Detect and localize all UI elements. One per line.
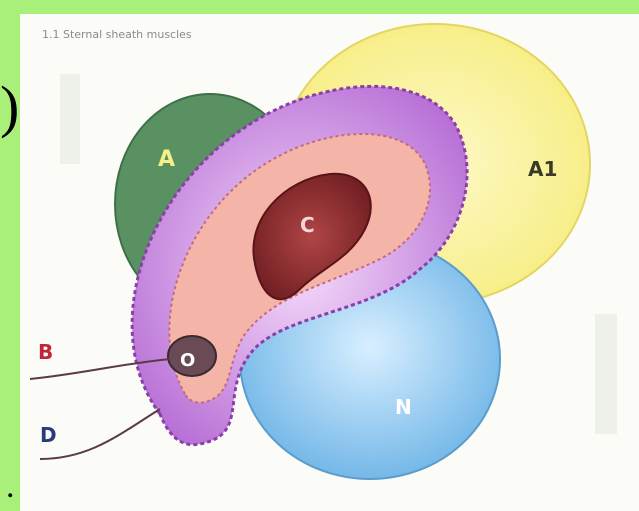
label-green-region: A (158, 147, 175, 172)
label-line-lower: D (40, 423, 57, 447)
label-center-dot: O (180, 350, 195, 371)
period-text: . (6, 470, 15, 504)
figure-caption: 1.1 Sternal sheath muscles (42, 28, 192, 41)
closing-parenthesis-text: ) (0, 78, 19, 136)
label-dark-center: C (300, 213, 315, 237)
faint-panel-right (595, 314, 617, 434)
pointer-line-lower (40, 409, 160, 459)
anatomy-figure: 1.1 Sternal sheath muscles A A1 C O N B … (20, 14, 639, 511)
anatomy-diagram: 1.1 Sternal sheath muscles A A1 C O N B … (20, 14, 639, 511)
label-blue-region: N (395, 395, 412, 419)
faint-panel-left (60, 74, 80, 164)
label-yellow-region: A1 (528, 157, 557, 181)
label-line-upper: B (38, 340, 53, 364)
